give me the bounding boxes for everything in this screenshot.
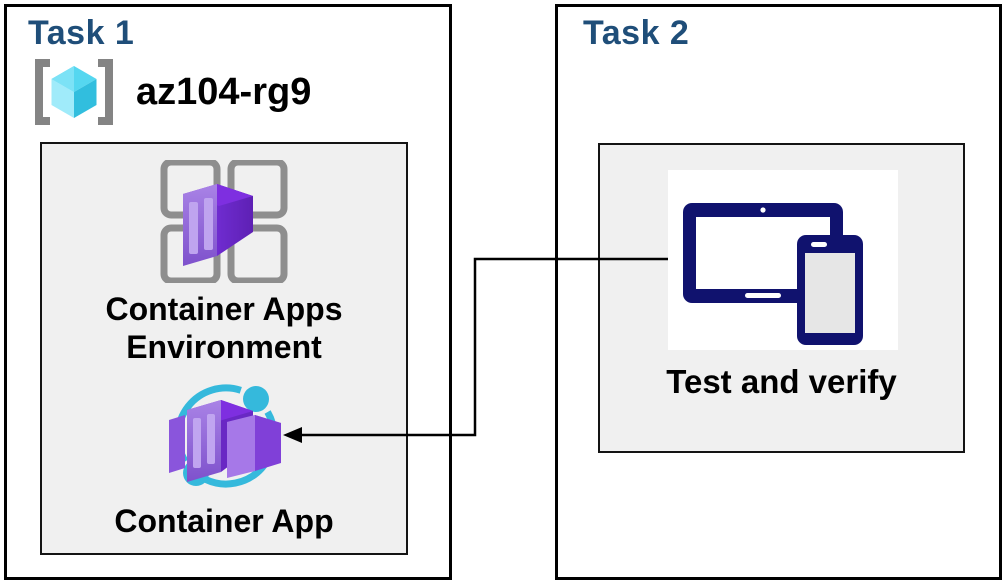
- container-app-icon: [168, 384, 281, 488]
- test-and-verify-label: Test and verify: [666, 363, 897, 400]
- resource-group-row: az104-rg9: [30, 58, 311, 126]
- container-app-label: Container App: [114, 503, 334, 539]
- container-apps-environment-label: Container Apps Environment: [105, 291, 343, 365]
- test-and-verify-panel: Test and verify: [598, 143, 965, 453]
- resource-group-name: az104-rg9: [136, 71, 312, 113]
- task1-box: Task 1 az104-rg9: [4, 4, 452, 580]
- devices-icon: [683, 203, 863, 345]
- container-apps-environment-icon: [160, 160, 288, 283]
- task1-title: Task 1: [28, 14, 135, 52]
- task2-title: Task 2: [583, 14, 690, 52]
- task2-box: Task 2 Test and verify: [555, 4, 1002, 580]
- container-apps-environment-panel: Container Apps Environment: [40, 142, 408, 555]
- resource-group-icon: [35, 59, 113, 125]
- devices-icon-plate: [668, 170, 898, 350]
